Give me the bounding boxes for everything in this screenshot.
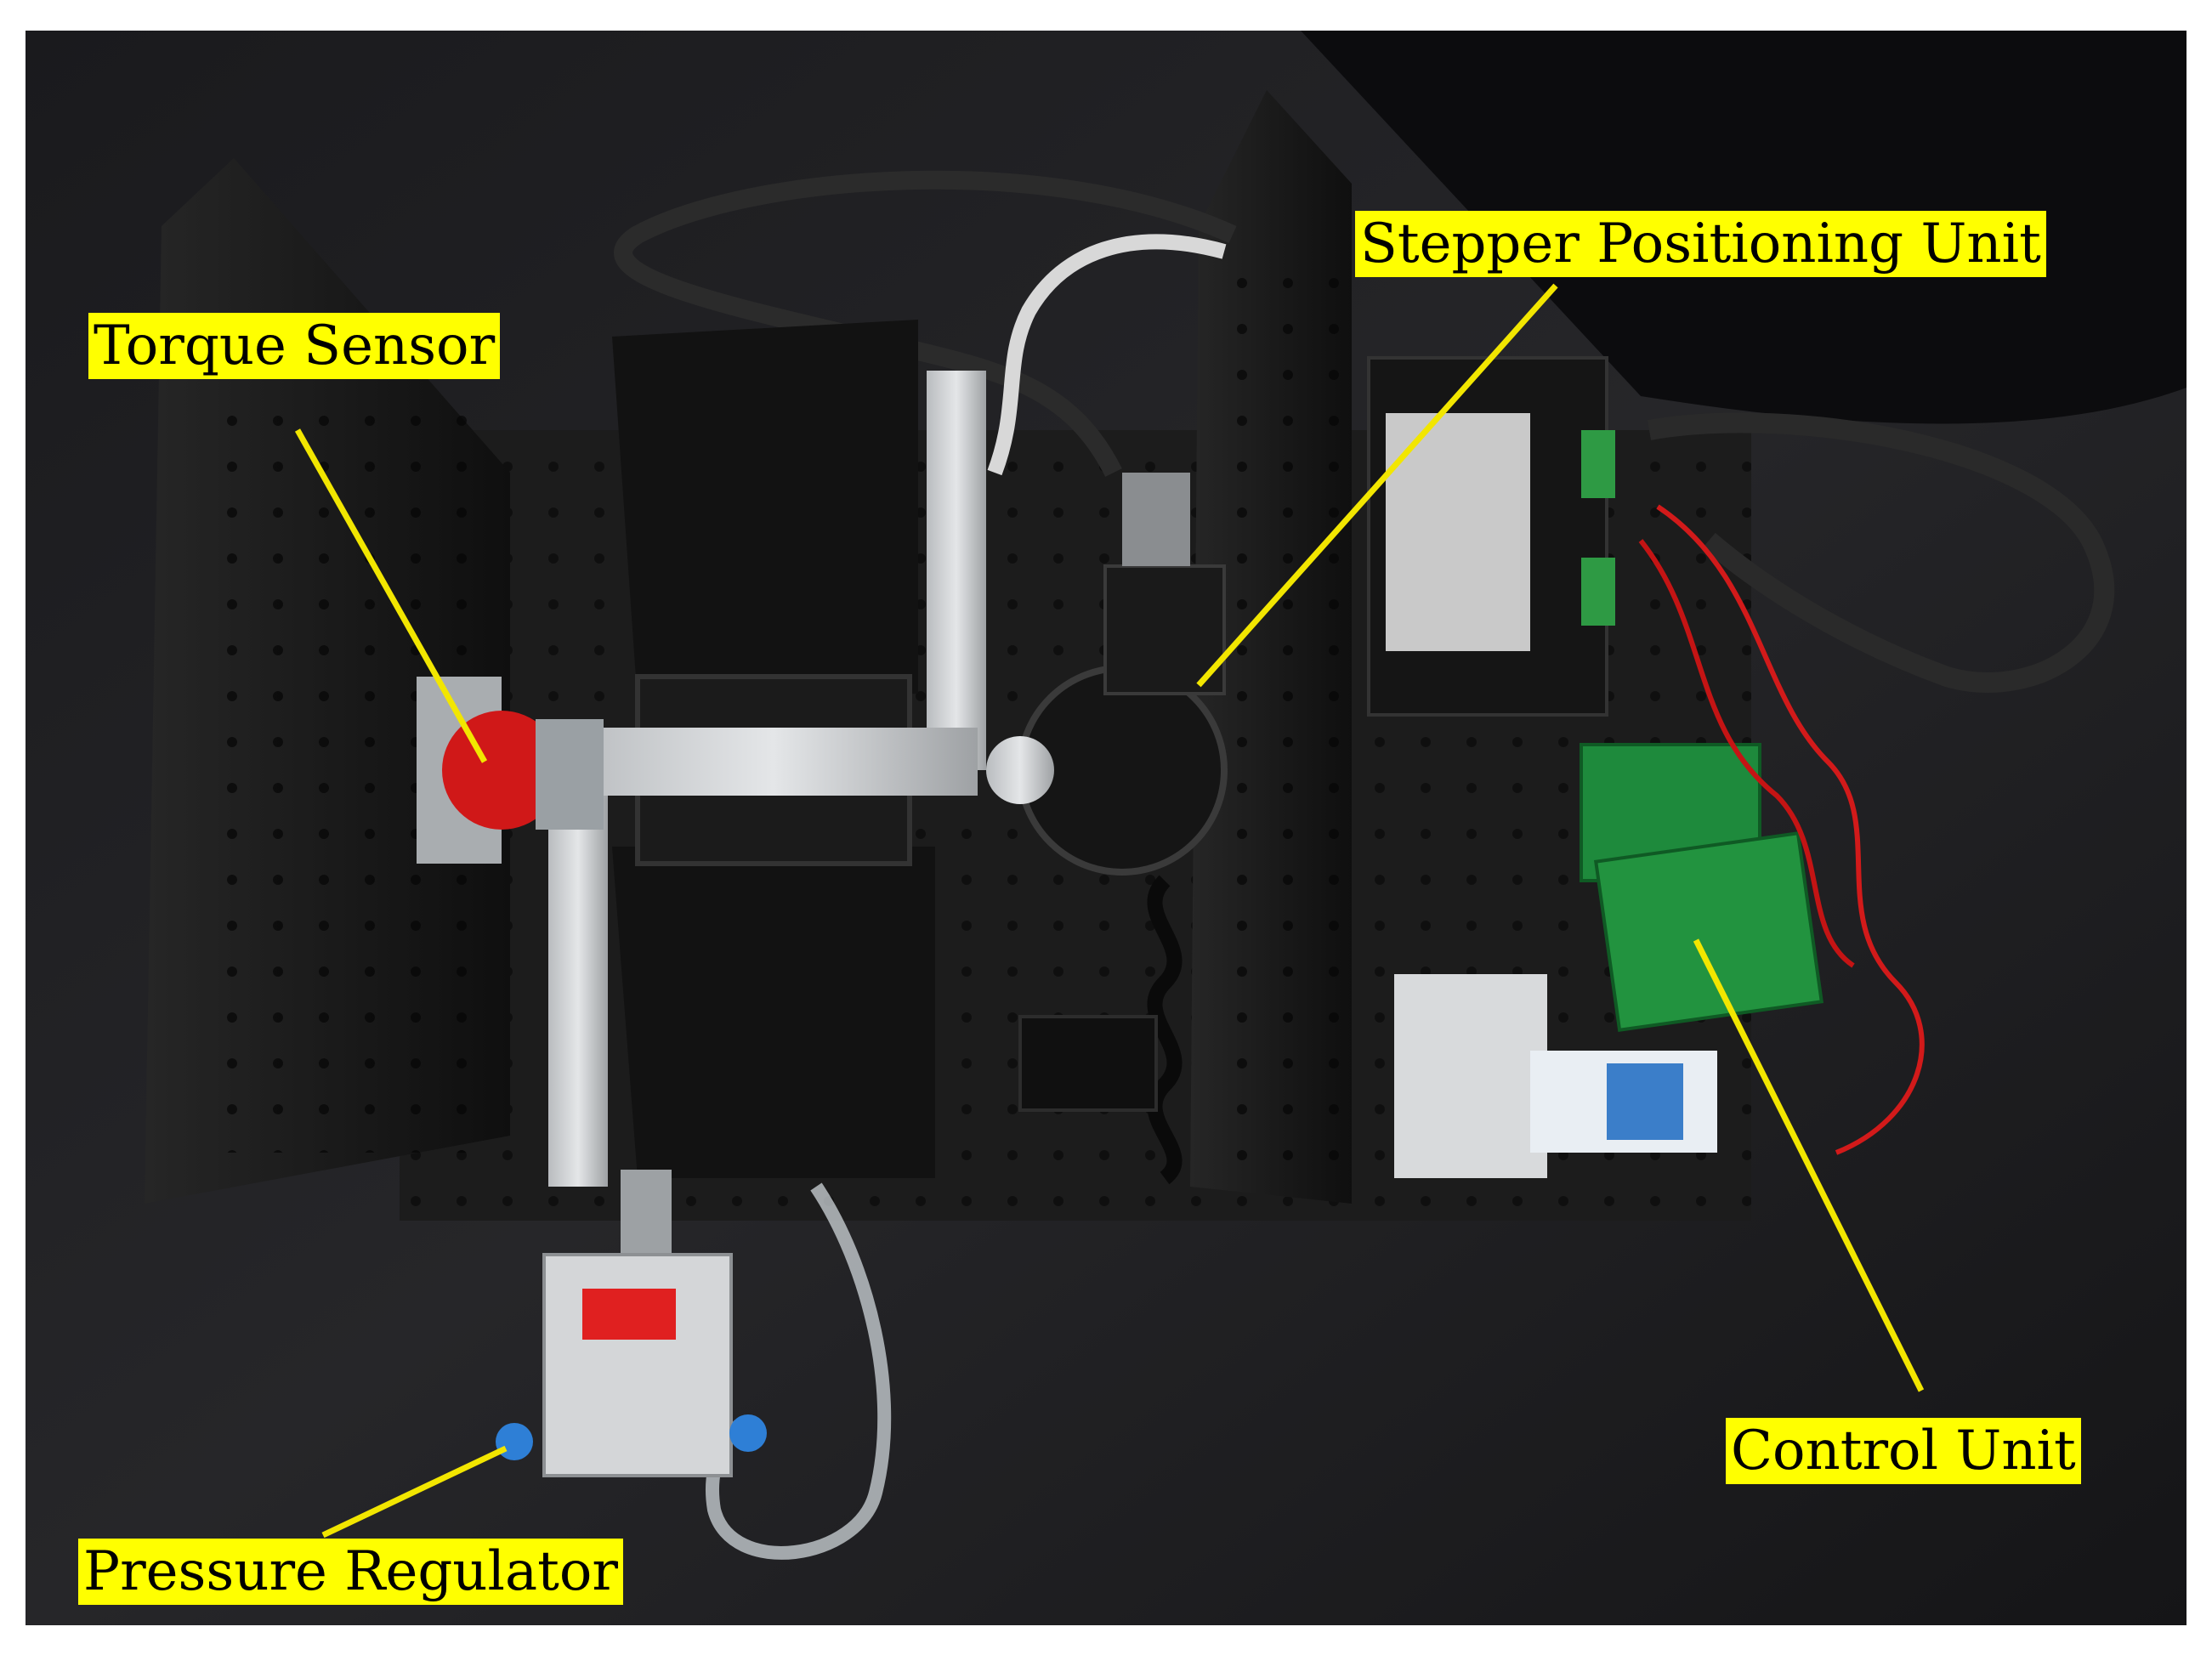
leader-line-torque [294, 428, 488, 763]
red-wires [1656, 504, 1925, 1155]
regulator-port-right [729, 1414, 767, 1452]
leader-line-control [1693, 938, 1925, 1392]
black-cable [614, 170, 1237, 477]
leader-line-stepper [1196, 283, 1558, 688]
coiled-wire [1147, 875, 1183, 1185]
pressure-regulator-label: Pressure Regulator [78, 1539, 623, 1605]
coupling [986, 736, 1054, 804]
power-module [1394, 974, 1547, 1178]
right-plate-holes [1207, 243, 1343, 1178]
right-black-cable [1647, 412, 2114, 693]
upper-fabric-sleeve [612, 320, 918, 702]
aluminium-arm [570, 728, 978, 796]
stepper-motor [1103, 564, 1226, 695]
pressure-regulator-body [542, 1253, 733, 1477]
torque-sensor-label: Torque Sensor [88, 313, 501, 379]
test-rig-photo [26, 31, 2186, 1625]
rail-block [1018, 1015, 1158, 1112]
stepper-positioning-unit-label: Stepper Positioning Unit [1355, 211, 2046, 277]
regulator-display [582, 1289, 676, 1340]
regulator-port-left [496, 1423, 533, 1460]
green-terminal-top [1581, 430, 1615, 498]
d-sub-connector [1122, 473, 1190, 566]
aluminium-rail [927, 371, 986, 770]
leader-line-pressure [321, 1445, 508, 1539]
red-wires-2 [1638, 539, 1855, 968]
relay-module-blue [1607, 1063, 1683, 1140]
lower-fabric-sleeve [612, 847, 935, 1178]
regulator-fitting [621, 1170, 672, 1255]
white-cable [987, 234, 1227, 476]
green-terminal-bottom [1581, 558, 1615, 626]
control-unit-label: Control Unit [1726, 1418, 2081, 1484]
sensor-flange [536, 719, 604, 830]
pcb-board-main [1593, 831, 1824, 1032]
